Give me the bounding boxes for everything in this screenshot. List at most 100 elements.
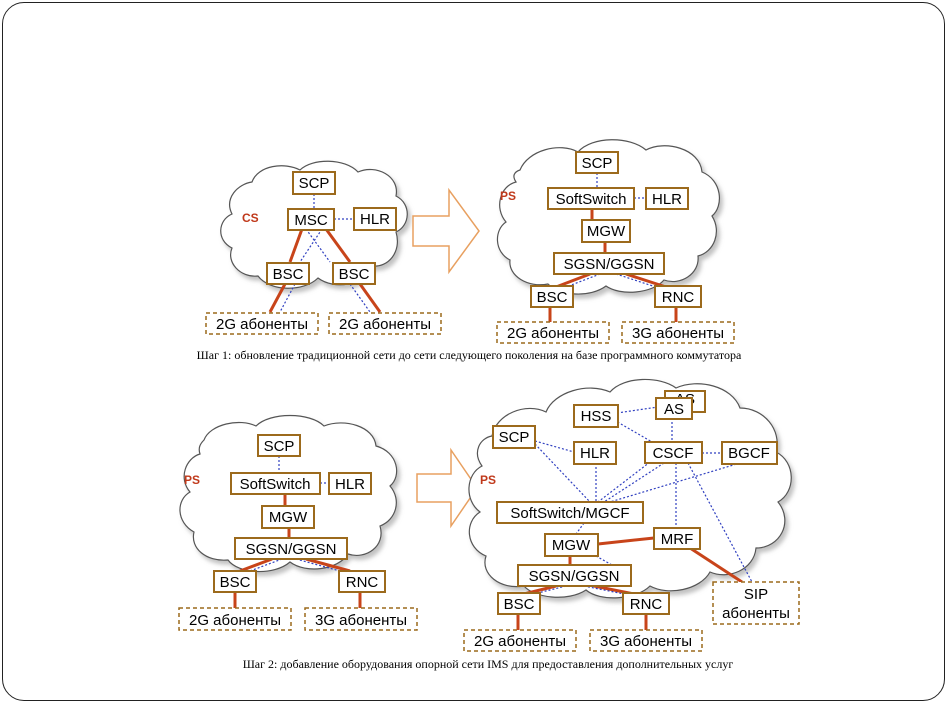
svg-text:BSC: BSC xyxy=(273,266,304,283)
svg-text:SoftSwitch: SoftSwitch xyxy=(556,191,627,208)
node-sgsn-ggsn: SGSN/GGSN xyxy=(234,537,348,560)
node-bsc: BSC xyxy=(266,262,310,285)
arrow-icon xyxy=(412,187,480,275)
link-line xyxy=(299,228,323,263)
svg-text:абоненты: абоненты xyxy=(722,605,790,622)
svg-text:MRF: MRF xyxy=(661,531,694,548)
node-bsc: BSC xyxy=(213,570,257,593)
node-msc: MSC xyxy=(287,208,335,231)
svg-text:SGSN/GGSN: SGSN/GGSN xyxy=(529,568,620,585)
link-line xyxy=(555,272,591,289)
svg-text:HLR: HLR xyxy=(652,191,682,208)
link-line xyxy=(358,283,382,313)
node-bsc: BSC xyxy=(497,592,541,615)
svg-text:SoftSwitch/MGCF: SoftSwitch/MGCF xyxy=(510,505,629,522)
subscribers-2g: 2G абоненты xyxy=(463,629,577,652)
node-bgcf: BGCF xyxy=(721,441,778,465)
node-softswitch: SoftSwitch xyxy=(547,187,635,210)
svg-text:2G абоненты: 2G абоненты xyxy=(507,325,599,342)
svg-text:MGW: MGW xyxy=(587,223,626,240)
subscribers-2g: 2G абоненты xyxy=(205,312,319,335)
svg-text:MGW: MGW xyxy=(552,537,591,554)
node-softswitch: SoftSwitch xyxy=(230,472,321,495)
link-line xyxy=(625,272,667,289)
node-cscf: CSCF xyxy=(644,441,703,464)
svg-text:AS: AS xyxy=(664,401,684,418)
cloud-label-ps: PS xyxy=(480,473,496,487)
link-line xyxy=(597,536,655,546)
caption-step-2: Шаг 2: добавление оборудования опорной с… xyxy=(243,657,734,671)
svg-text:MGW: MGW xyxy=(269,509,308,526)
link-line xyxy=(534,443,591,503)
svg-text:2G абоненты: 2G абоненты xyxy=(339,316,431,333)
svg-text:3G абоненты: 3G абоненты xyxy=(632,325,724,342)
node-mgw: MGW xyxy=(581,219,631,243)
node-rnc: RNC xyxy=(654,285,702,308)
svg-text:SoftSwitch: SoftSwitch xyxy=(240,476,311,493)
node-hss: HSS xyxy=(573,404,619,428)
svg-text:HLR: HLR xyxy=(360,211,390,228)
caption-step-1: Шаг 1: обновление традиционной сети до с… xyxy=(197,348,742,362)
node-sgsn-ggsn: SGSN/GGSN xyxy=(517,564,632,587)
arrow-icon xyxy=(416,447,478,529)
node-bsc: BSC xyxy=(332,262,376,285)
svg-text:BGCF: BGCF xyxy=(728,445,770,462)
link-line xyxy=(305,228,331,263)
svg-text:BSC: BSC xyxy=(339,266,370,283)
subscribers-3g: 3G абоненты xyxy=(589,629,703,652)
link-line xyxy=(609,462,741,503)
subscribers-sip: SIP абоненты xyxy=(712,581,800,625)
svg-text:MSC: MSC xyxy=(294,212,328,229)
node-hlr: HLR xyxy=(573,441,617,465)
svg-text:2G абоненты: 2G абоненты xyxy=(189,612,281,629)
link-line xyxy=(687,462,753,583)
node-mgw: MGW xyxy=(261,505,315,529)
node-scp: SCP xyxy=(575,151,619,174)
node-hlr: HLR xyxy=(645,187,689,210)
svg-text:2G абоненты: 2G абоненты xyxy=(216,316,308,333)
svg-text:RNC: RNC xyxy=(346,574,379,591)
subscribers-2g: 2G абоненты xyxy=(496,321,610,344)
link-line xyxy=(534,440,575,453)
link-line xyxy=(349,283,371,313)
subscribers-3g: 3G абоненты xyxy=(621,321,735,344)
link-line xyxy=(305,557,351,573)
svg-text:SGSN/GGSN: SGSN/GGSN xyxy=(246,541,337,558)
link-line xyxy=(268,283,287,313)
subscribers-2g: 2G абоненты xyxy=(328,312,442,335)
node-bsc: BSC xyxy=(530,285,574,308)
svg-text:BSC: BSC xyxy=(220,574,251,591)
link-line xyxy=(324,228,352,263)
svg-text:SCP: SCP xyxy=(299,175,330,192)
svg-text:HSS: HSS xyxy=(581,408,612,425)
node-hlr: HLR xyxy=(353,207,397,231)
node-as: AS xyxy=(655,397,693,420)
cloud-label-ps: PS xyxy=(500,189,516,203)
node-scp: SCP xyxy=(292,171,336,195)
subscribers-3g: 3G абоненты xyxy=(304,607,418,631)
node-sgsn-ggsn: SGSN/GGSN xyxy=(553,252,665,275)
node-rnc: RNC xyxy=(338,570,386,593)
link-line xyxy=(533,585,567,595)
node-rnc: RNC xyxy=(622,592,670,615)
link-line xyxy=(613,419,653,443)
node-softswitch-mgcf: SoftSwitch/MGCF xyxy=(496,501,644,524)
svg-text:RNC: RNC xyxy=(662,289,695,306)
svg-text:HLR: HLR xyxy=(335,476,365,493)
link-line xyxy=(239,557,273,573)
svg-text:CSCF: CSCF xyxy=(653,445,694,462)
link-line xyxy=(615,273,657,288)
link-line xyxy=(279,283,296,313)
svg-text:RNC: RNC xyxy=(630,596,663,613)
link-line xyxy=(288,228,304,263)
node-mrf: MRF xyxy=(653,527,701,550)
svg-text:3G абоненты: 3G абоненты xyxy=(600,633,692,650)
node-hlr: HLR xyxy=(328,472,372,495)
link-line xyxy=(595,555,613,566)
svg-text:SCP: SCP xyxy=(582,155,613,172)
link-line xyxy=(689,546,743,584)
link-line xyxy=(249,558,283,572)
svg-text:3G абоненты: 3G абоненты xyxy=(315,612,407,629)
node-mgw: MGW xyxy=(544,533,599,557)
